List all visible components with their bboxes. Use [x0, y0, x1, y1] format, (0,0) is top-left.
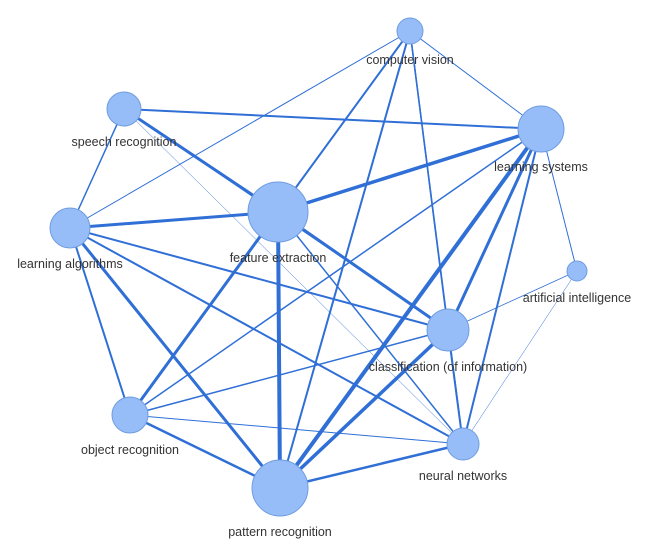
edge-learning-algorithms-pattern-recognition	[68, 226, 282, 490]
node-label-learning-systems: learning systems	[494, 160, 588, 174]
edge-learning-systems-neural-networks	[462, 128, 542, 445]
edge-learning-algorithms-neural-networks	[69, 227, 464, 445]
node-artificial-intelligence[interactable]	[566, 260, 588, 282]
edge-feature-extraction-pattern-recognition	[276, 210, 282, 490]
edge-feature-extraction-learning-algorithms	[68, 210, 280, 230]
edge-speech-recognition-neural-networks	[123, 108, 464, 445]
edge-feature-extraction-neural-networks	[277, 211, 464, 445]
node-computer-vision[interactable]	[396, 17, 424, 45]
edge-speech-recognition-learning-systems	[123, 108, 542, 130]
edge-classification-pattern-recognition	[278, 328, 450, 490]
node-object-recognition[interactable]	[111, 396, 149, 434]
edge-learning-systems-pattern-recognition	[278, 127, 543, 490]
edge-learning-algorithms-classification	[69, 227, 449, 331]
node-label-feature-extraction: feature extraction	[230, 251, 327, 265]
edge-feature-extraction-classification	[276, 210, 450, 332]
edge-learning-systems-classification	[446, 127, 543, 332]
edge-computer-vision-learning-algorithms	[69, 30, 411, 229]
network-labels: computer vision speech recognition learnin…	[17, 53, 631, 539]
node-pattern-recognition[interactable]	[251, 459, 309, 517]
network-nodes	[49, 17, 588, 517]
edge-classification-object-recognition	[129, 329, 449, 416]
node-label-artificial-intelligence: artificial intelligence	[523, 291, 631, 305]
edge-feature-extraction-object-recognition	[128, 210, 280, 417]
node-label-neural-networks: neural networks	[419, 469, 507, 483]
edge-learning-algorithms-object-recognition	[69, 227, 131, 416]
edge-learning-systems-feature-extraction	[276, 127, 543, 214]
node-label-computer-vision: computer vision	[366, 53, 454, 67]
node-label-object-recognition: object recognition	[81, 443, 179, 457]
edge-learning-systems-artificial-intelligence	[540, 128, 578, 272]
node-label-speech-recognition: speech recognition	[72, 135, 177, 149]
edge-computer-vision-learning-systems	[409, 30, 542, 130]
network-edges	[68, 30, 578, 490]
node-label-pattern-recognition: pattern recognition	[228, 525, 332, 539]
edge-speech-recognition-learning-algorithms	[69, 108, 125, 229]
node-label-learning-algorithms: learning algorithms	[17, 257, 123, 271]
edge-artificial-intelligence-classification	[447, 270, 578, 331]
node-learning-algorithms[interactable]	[49, 207, 91, 249]
node-label-classification: classification (of information)	[369, 360, 527, 374]
edge-neural-networks-pattern-recognition	[278, 442, 465, 490]
edge-computer-vision-feature-extraction	[277, 30, 411, 213]
node-neural-networks[interactable]	[446, 427, 480, 461]
edge-object-recognition-neural-networks	[129, 414, 464, 445]
node-speech-recognition[interactable]	[106, 91, 142, 127]
node-learning-systems[interactable]	[517, 105, 565, 153]
edge-learning-systems-object-recognition	[129, 128, 542, 416]
node-classification[interactable]	[426, 308, 470, 352]
node-feature-extraction[interactable]	[247, 181, 309, 243]
edge-artificial-intelligence-neural-networks	[462, 270, 578, 445]
